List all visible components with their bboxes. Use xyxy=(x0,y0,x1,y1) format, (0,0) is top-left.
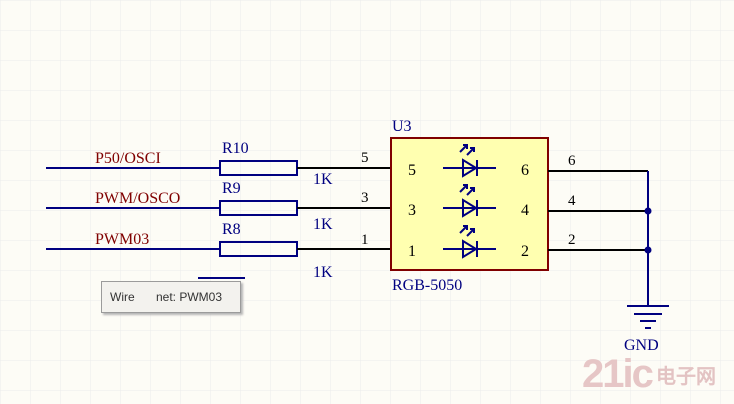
ic-pin-label-2: 2 xyxy=(521,243,529,260)
pin-number-3: 3 xyxy=(361,190,369,206)
designator-r8: R8 xyxy=(222,221,241,238)
tooltip-net: net: PWM03 xyxy=(156,290,223,304)
led-icon-1 xyxy=(443,144,496,178)
watermark-sub: 电子网 xyxy=(656,364,716,388)
junction-dot xyxy=(644,246,652,254)
ground-icon xyxy=(627,305,669,329)
ic-pin-label-5: 5 xyxy=(408,162,416,179)
pin-number-5: 5 xyxy=(361,150,369,166)
junction-dot xyxy=(644,207,652,215)
watermark-logo: 21ic xyxy=(582,352,654,396)
net-label-p50-osci: P50/OSCI xyxy=(95,150,161,167)
net-label-pwm-osco: PWM/OSCO xyxy=(95,190,180,207)
pin-number-2: 2 xyxy=(568,232,576,248)
ic-designator: U3 xyxy=(392,118,412,135)
ground-label: GND xyxy=(624,337,659,354)
designator-r9: R9 xyxy=(222,180,241,197)
designator-r10: R10 xyxy=(222,140,249,157)
pin-number-1: 1 xyxy=(361,232,369,248)
ic-pin-label-1: 1 xyxy=(408,243,416,260)
value-r8: 1K xyxy=(313,264,333,281)
pin-number-4: 4 xyxy=(568,193,576,209)
ic-part-name: RGB-5050 xyxy=(392,277,462,294)
ic-pin-label-4: 4 xyxy=(521,202,529,219)
pin-number-6: 6 xyxy=(568,153,576,169)
ic-pin-label-6: 6 xyxy=(521,162,529,179)
net-label-pwm03: PWM03 xyxy=(95,231,149,248)
led-icon-2 xyxy=(443,184,496,218)
ic-pin-label-3: 3 xyxy=(408,202,416,219)
hover-tooltip: Wire net: PWM03 xyxy=(101,281,241,313)
value-r9: 1K xyxy=(313,216,333,233)
led-icon-3 xyxy=(443,225,496,259)
tooltip-kind: Wire xyxy=(110,290,135,304)
value-r10: 1K xyxy=(313,171,333,188)
